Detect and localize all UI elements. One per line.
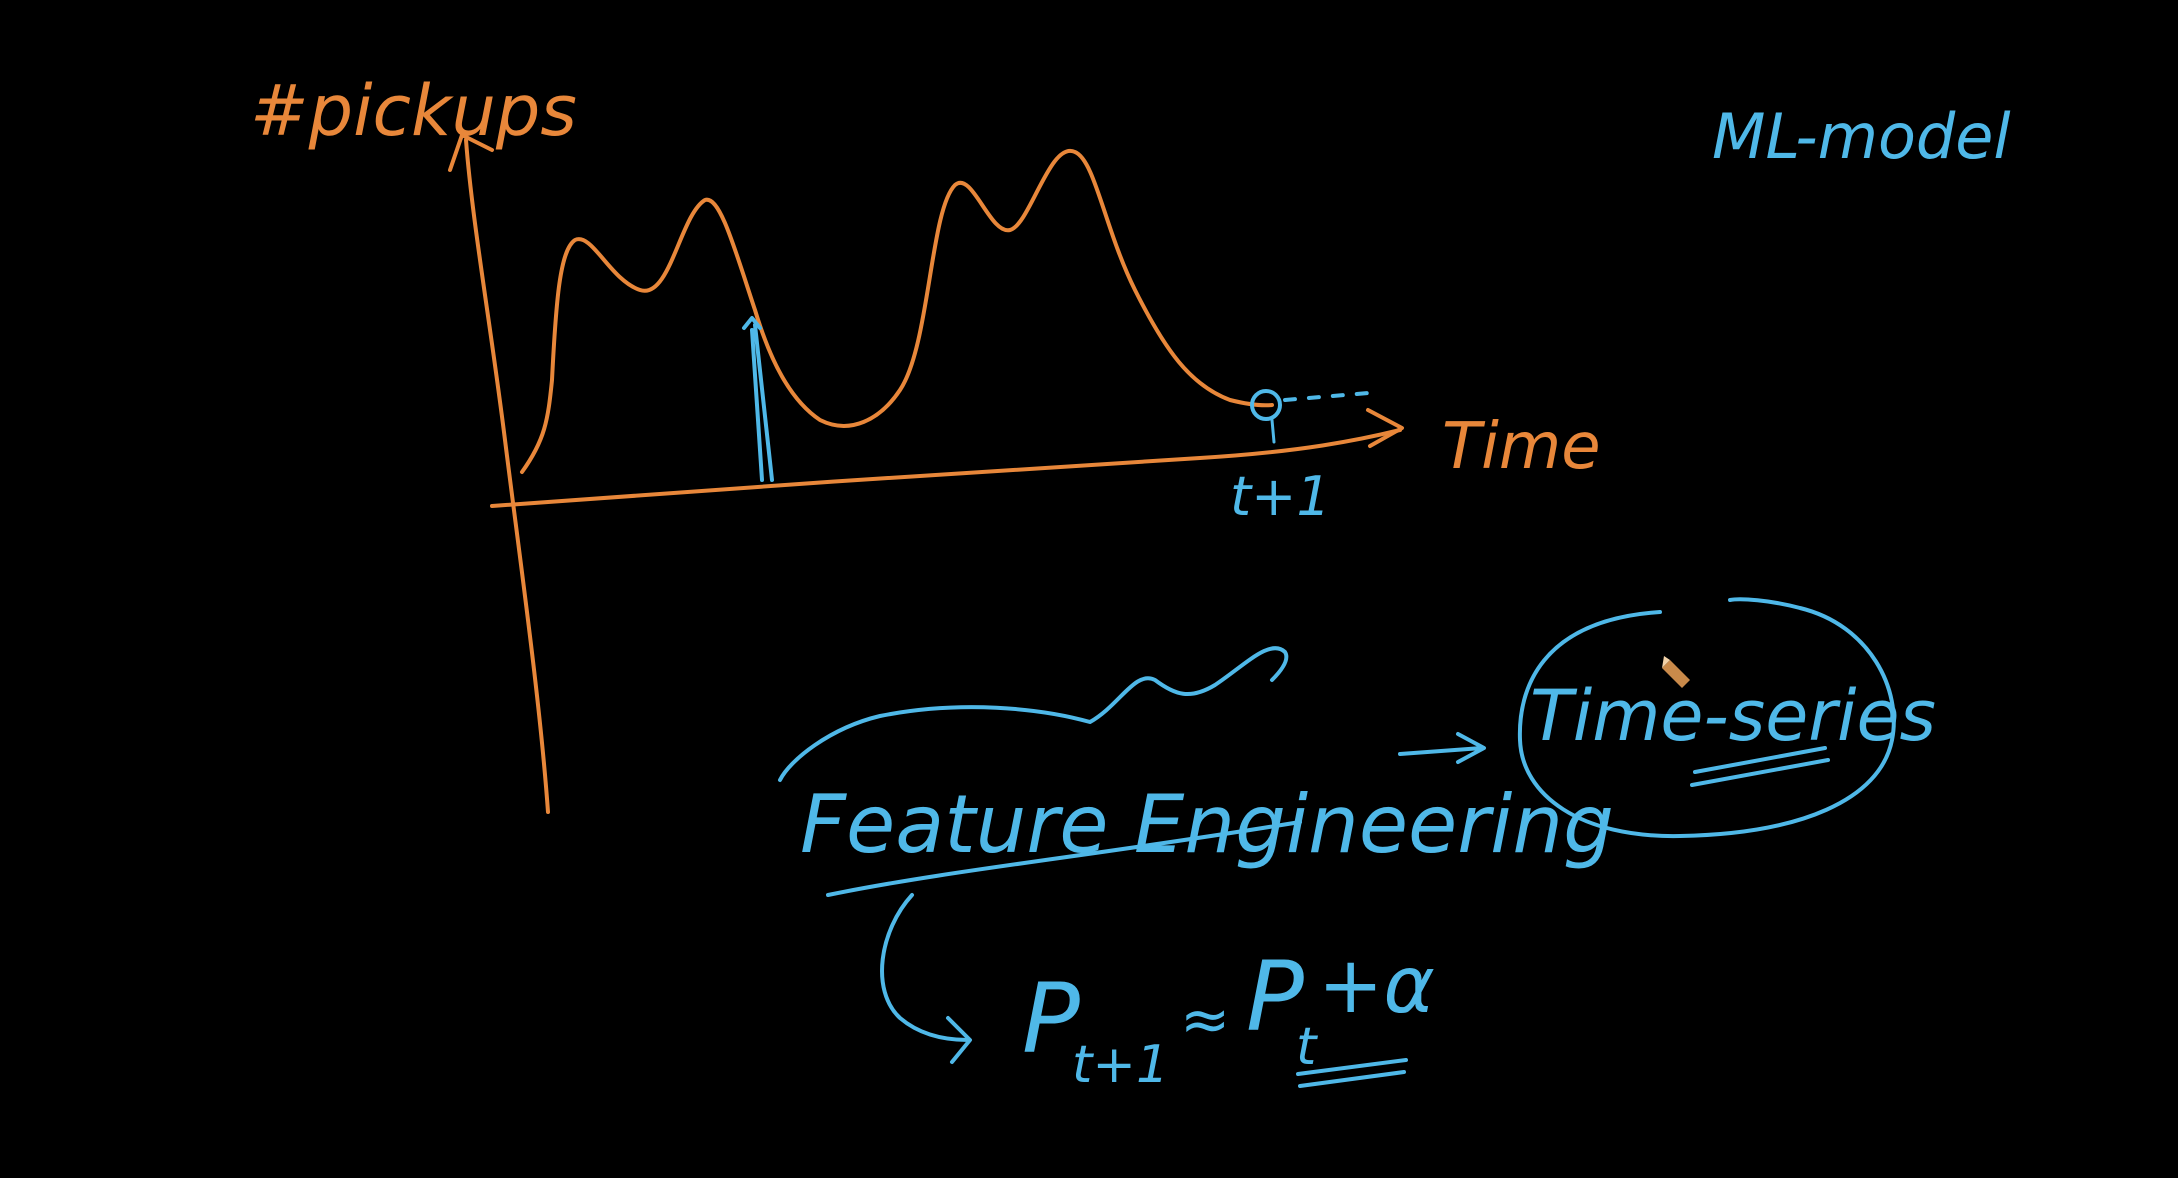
formula-curved-arrow [880,893,970,1042]
y-axis-arrowhead [448,133,494,172]
pen-cursor-icon [1662,656,1690,688]
tick-label: t+1 [1230,465,1331,528]
next-point-circle [1250,389,1282,421]
feature-engineering-label: Feature Engineering [800,778,1614,871]
x-axis-arrowhead [1366,408,1404,448]
time-series-underline [1690,746,1830,787]
formula-arrowhead [946,1016,972,1064]
forecast-dashes [1283,390,1382,402]
flow-group [778,597,1896,1088]
ml-model-label: ML-model [1712,100,2011,173]
flow-arrow [1398,732,1486,764]
time-series-label: Time-series [1530,675,1936,757]
time-series-curve [520,148,1274,474]
x-axis-label: Time [1442,410,1601,484]
formula-underline [1296,1058,1408,1088]
plot-group [448,133,1404,814]
feature-engineering-brace [778,646,1289,782]
formula-right-p: P [1246,941,1304,1053]
tick-mark [1270,418,1276,444]
formula-left-subscript: t+1 [1072,1035,1169,1095]
time-series-ellipse [1517,597,1896,839]
y-axis-label: #pickups [250,70,577,152]
y-axis [464,138,550,814]
sample-point-arrow [750,323,774,482]
formula-left-p: P [1022,963,1080,1075]
feature-engineering-underline [826,820,1302,897]
sample-point-arrowhead [742,316,762,330]
formula-right-subscript: t [1296,1017,1318,1077]
formula-approx: ≈ [1180,985,1230,1055]
plot-annotations [742,316,1382,482]
formula: P t+1 ≈ P t +α [1022,941,1435,1095]
formula-tail: +α [1318,941,1435,1031]
x-axis [490,428,1402,508]
